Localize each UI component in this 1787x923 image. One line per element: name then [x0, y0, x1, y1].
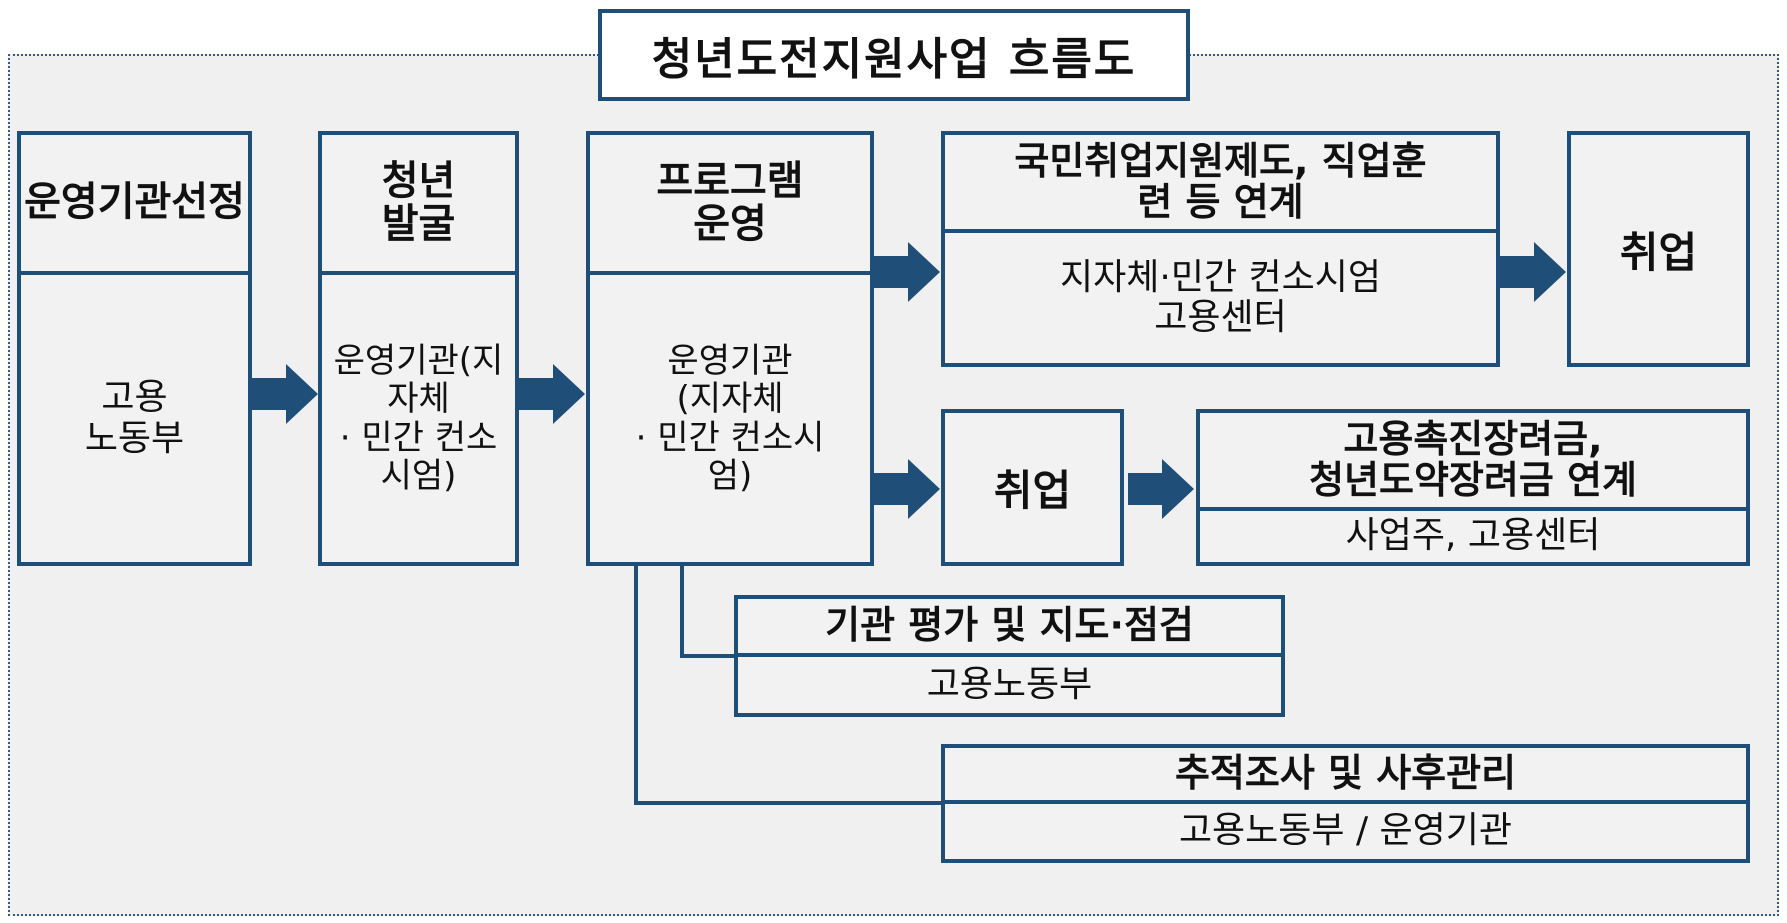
- incentive-box: 고용촉진장려금, 청년도약장려금 연계 사업주, 고용센터: [1196, 409, 1750, 566]
- incentive-title: 고용촉진장려금, 청년도약장려금 연계: [1200, 413, 1746, 511]
- followup-box: 추적조사 및 사후관리 고용노동부 / 운영기관: [941, 744, 1750, 863]
- arrow-right-icon: [519, 364, 585, 424]
- arrow-right-icon: [252, 364, 318, 424]
- followup-body: 고용노동부 / 운영기관: [1178, 810, 1513, 852]
- arrow-right-icon: [1128, 459, 1194, 519]
- employment-box-middle: 취업: [941, 409, 1124, 566]
- incentive-body: 사업주, 고용센터: [1345, 515, 1601, 557]
- evaluation-connector: [680, 563, 736, 658]
- linkage-body: 지자체·민간 컨소시엄 고용센터: [1060, 256, 1381, 338]
- youth-discovery-body: 운영기관(지 자체 · 민간 컨소 시엄): [333, 341, 504, 496]
- youth-discovery-box: 청년 발굴 운영기관(지 자체 · 민간 컨소 시엄): [318, 131, 519, 566]
- operator-selection-box: 운영기관선정 고용 노동부: [17, 131, 252, 566]
- operator-selection-body: 고용 노동부: [84, 377, 185, 459]
- linkage-box: 국민취업지원제도, 직업훈 련 등 연계 지자체·민간 컨소시엄 고용센터: [941, 131, 1500, 367]
- followup-title: 추적조사 및 사후관리: [945, 748, 1746, 804]
- evaluation-body: 고용노동부: [926, 663, 1093, 705]
- operator-selection-title: 운영기관선정: [21, 135, 248, 275]
- arrow-right-icon: [874, 459, 940, 519]
- arrow-right-icon: [1500, 242, 1566, 302]
- program-operation-body: 운영기관 (지자체 · 민간 컨소시 엄): [635, 341, 825, 496]
- evaluation-box: 기관 평가 및 지도·점검 고용노동부: [734, 595, 1285, 717]
- youth-discovery-title: 청년 발굴: [322, 135, 515, 275]
- employment-box-top: 취업: [1567, 131, 1750, 367]
- program-operation-title: 프로그램 운영: [590, 135, 870, 275]
- diagram-title: 청년도전지원사업 흐름도: [598, 9, 1190, 101]
- followup-connector: [634, 563, 942, 805]
- evaluation-title: 기관 평가 및 지도·점검: [738, 599, 1281, 657]
- arrow-right-icon: [874, 242, 940, 302]
- linkage-title: 국민취업지원제도, 직업훈 련 등 연계: [945, 135, 1496, 233]
- program-operation-box: 프로그램 운영 운영기관 (지자체 · 민간 컨소시 엄): [586, 131, 874, 566]
